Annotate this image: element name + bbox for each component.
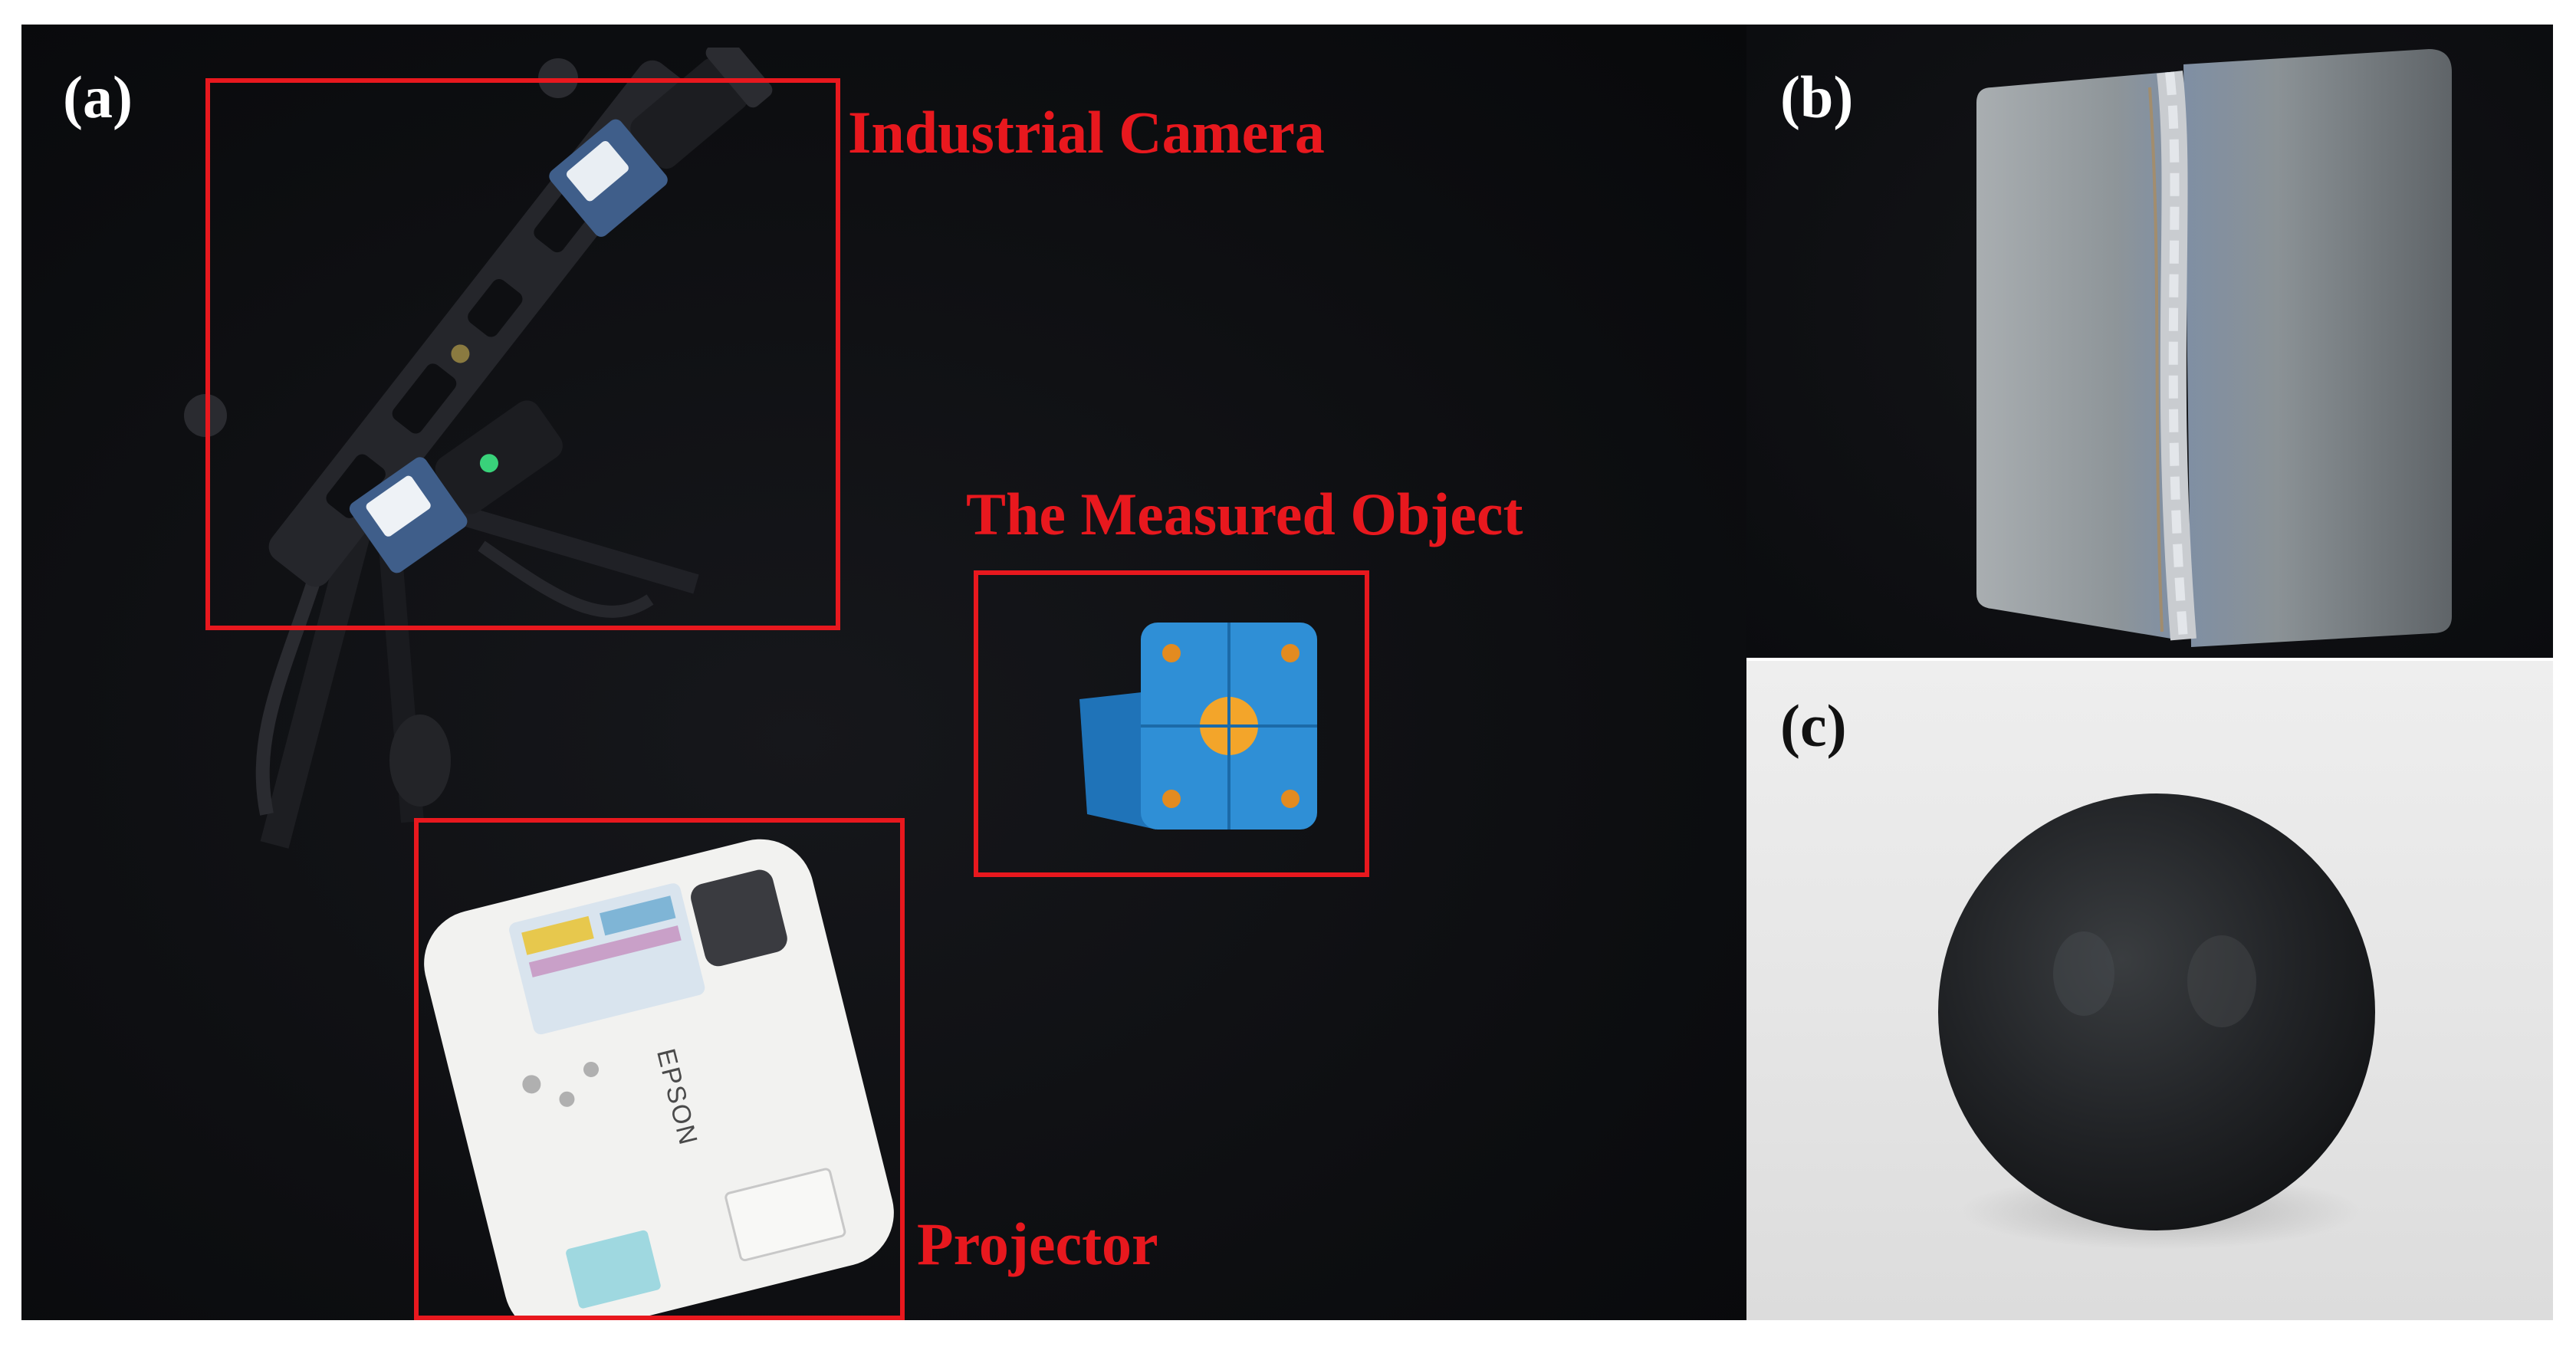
measured-object-photo <box>1049 607 1371 853</box>
projector-label: Projector <box>917 1211 1158 1277</box>
panel-b-label: (b) <box>1780 64 1854 130</box>
projector-box <box>414 818 905 1320</box>
panel-c-sphere: (c) <box>1746 661 2553 1320</box>
industrial-camera-box <box>205 78 840 630</box>
panel-b-welded-plate: (b) <box>1746 25 2553 658</box>
welded-steel-plate-photo <box>1961 41 2467 655</box>
measured-object-box <box>974 570 1369 877</box>
panel-a-measurement-setup: (a) <box>21 25 1746 1320</box>
black-sphere-photo <box>1930 782 2390 1257</box>
projector-photo <box>420 822 911 1320</box>
panel-a-label: (a) <box>63 64 133 130</box>
measured-object-label: The Measured Object <box>966 481 1523 547</box>
panel-c-label: (c) <box>1780 692 1847 759</box>
industrial-camera-label: Industrial Camera <box>848 99 1325 166</box>
camera-rig-photo <box>159 48 849 891</box>
